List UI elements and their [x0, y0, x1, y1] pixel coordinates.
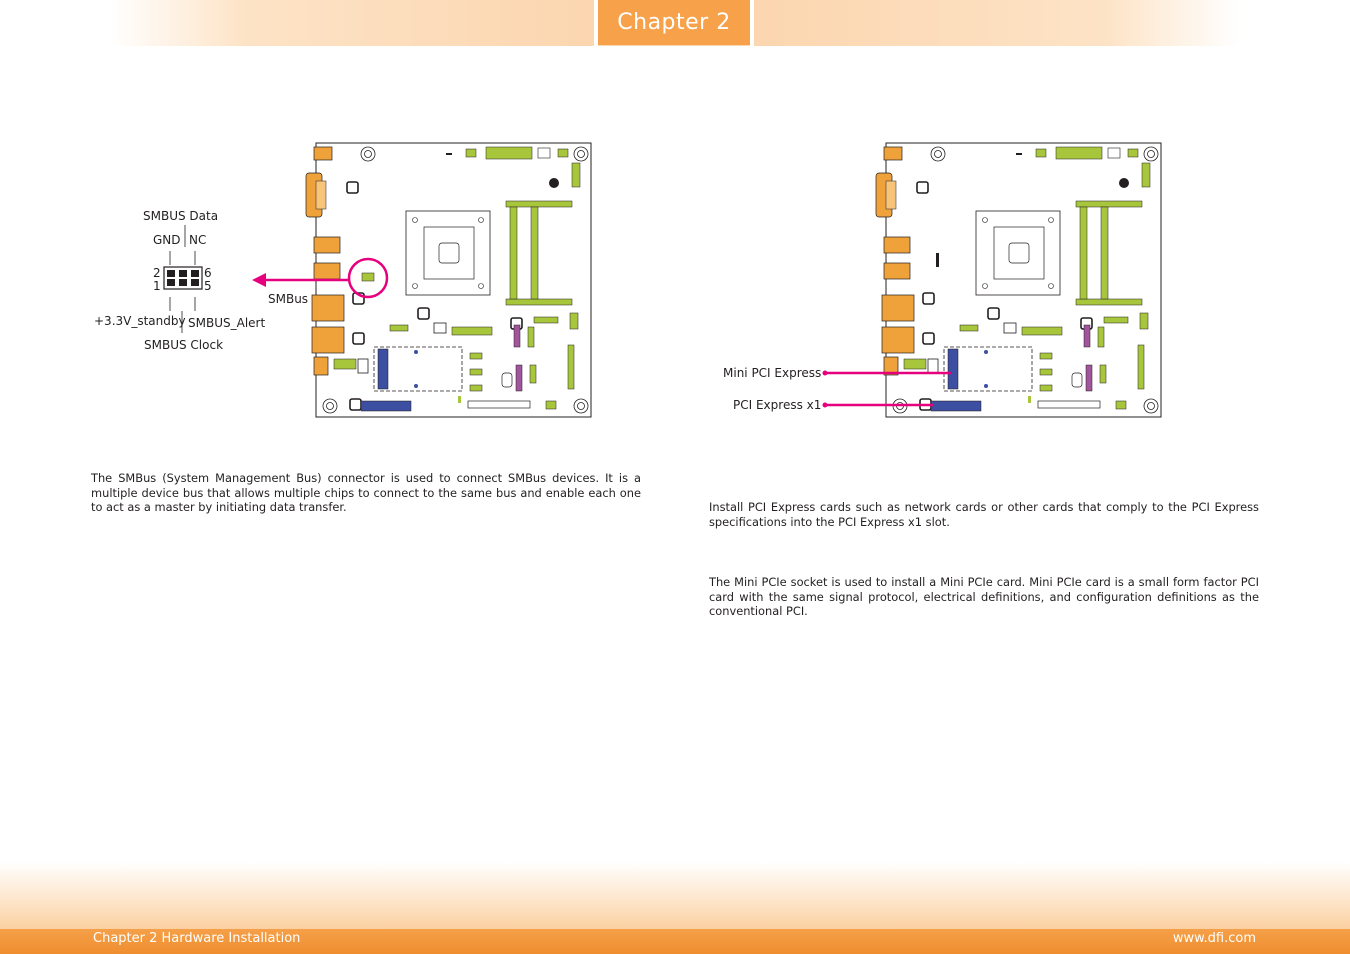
- motherboard-diagram-pcie: [875, 142, 1162, 418]
- label-smbus-clock: SMBUS Clock: [144, 338, 224, 352]
- label-smbus-alert: SMBUS_Alert: [188, 316, 266, 330]
- label-pci-express-x1: PCI Express x1: [733, 398, 822, 412]
- pin-label-6: 6: [204, 266, 212, 280]
- tab-divider-left: [594, 0, 598, 46]
- label-mini-pci-express: Mini PCI Express: [723, 366, 822, 380]
- pcie-x1-pointer-line: [822, 402, 934, 408]
- smbus-pointer-arrow: [252, 273, 348, 287]
- mini-pcie-pointer-line: [822, 370, 952, 376]
- pin-label-2: 2: [153, 266, 161, 280]
- pin-label-1: 1: [153, 279, 161, 293]
- label-nc: NC: [189, 233, 207, 247]
- smbus-highlight-circle: [347, 257, 389, 299]
- footer-glow: [0, 862, 1350, 930]
- footer-chapter-title: Chapter 2 Hardware Installation: [93, 931, 301, 946]
- label-gnd: GND: [153, 233, 181, 247]
- smbus-description: The SMBus (System Management Bus) connec…: [91, 471, 641, 514]
- footer-bar: [0, 929, 1350, 954]
- pcie-x1-description: Install PCI Express cards such as networ…: [709, 500, 1259, 529]
- chapter-tab[interactable]: Chapter 2: [598, 0, 750, 45]
- smbus-pin-header: [163, 225, 203, 333]
- footer-website-link[interactable]: www.dfi.com: [1172, 931, 1256, 946]
- tab-divider-right: [750, 0, 754, 46]
- motherboard-diagram-smbus: [305, 142, 592, 418]
- label-smbus-data: SMBUS Data: [143, 209, 219, 223]
- pin-label-5: 5: [204, 279, 212, 293]
- mini-pcie-description: The Mini PCIe socket is used to install …: [709, 575, 1259, 618]
- label-smbus-connector: SMBus: [268, 292, 309, 306]
- label-3v3-standby: +3.3V_standby: [94, 314, 186, 328]
